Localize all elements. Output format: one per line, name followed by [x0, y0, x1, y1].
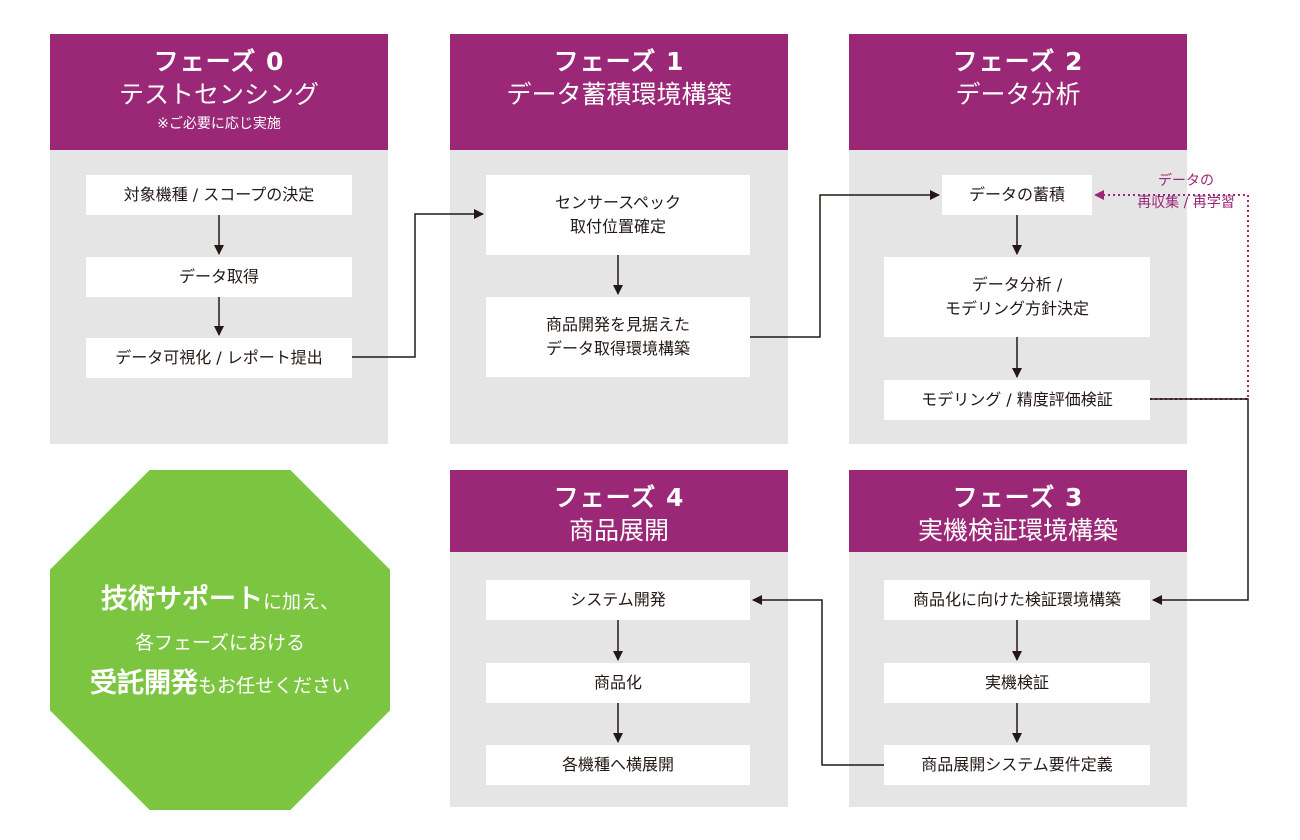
step-analysis-policy-line1: データ分析 / — [971, 275, 1063, 294]
retry-label-line1: データの — [1158, 173, 1214, 189]
phase-4-number: フェーズ 4 — [553, 483, 685, 512]
phase-2-title: データ分析 — [955, 80, 1081, 109]
step-device-verification: 実機検証 — [884, 663, 1150, 703]
step-system-development: システム開発 — [486, 580, 750, 620]
step-system-requirements: 商品展開システム要件定義 — [884, 745, 1150, 785]
step-data-accumulation: データの蓄積 — [942, 175, 1092, 215]
support-line-1: 技術サポートに加え、 — [50, 578, 390, 625]
support-tech-highlight: 技術サポート — [100, 584, 263, 615]
support-line-3: 受託開発もお任せください — [50, 661, 390, 710]
phase-0-note: ※ご必要に応じ実施 — [157, 116, 281, 132]
phase-3-header: フェーズ 3 実機検証環境構築 — [849, 470, 1187, 552]
phase-2-header: フェーズ 2 データ分析 — [849, 34, 1187, 150]
phase-4-title: 商品展開 — [568, 516, 669, 545]
retry-label: データの 再収集 / 再学習 — [1116, 170, 1256, 214]
support-line-2: 各フェーズにおける — [134, 632, 306, 654]
phase-1-number: フェーズ 1 — [553, 47, 685, 76]
step-modeling-evaluation: モデリング / 精度評価検証 — [884, 380, 1150, 420]
phase-3-title: 実機検証環境構築 — [917, 516, 1118, 545]
step-visualization-report: データ可視化 / レポート提出 — [86, 338, 352, 378]
phase-3-number: フェーズ 3 — [952, 483, 1084, 512]
support-octagon — [50, 470, 390, 810]
step-rollout: 各機種へ横展開 — [486, 745, 750, 785]
step-verification-env: 商品化に向けた検証環境構築 — [884, 580, 1150, 620]
step-data-env-build-line1: 商品開発を見据えた — [545, 315, 690, 334]
phase-0-header: フェーズ 0 テストセンシング ※ご必要に応じ実施 — [50, 34, 388, 150]
phase-0-number: フェーズ 0 — [153, 47, 285, 76]
step-productization: 商品化 — [486, 663, 750, 703]
support-contract-highlight: 受託開発 — [89, 668, 198, 699]
step-analysis-policy-line2: モデリング方針決定 — [944, 299, 1089, 318]
step-data-env-build: 商品開発を見据えた データ取得環境構築 — [486, 297, 750, 377]
step-analysis-policy: データ分析 / モデリング方針決定 — [884, 257, 1150, 337]
phase-4-header: フェーズ 4 商品展開 — [450, 470, 788, 552]
phase-1-header: フェーズ 1 データ蓄積環境構築 — [450, 34, 788, 150]
support-tech-suffix: に加え、 — [262, 591, 339, 613]
step-data-env-build-line2: データ取得環境構築 — [545, 339, 690, 358]
step-scope-decision: 対象機種 / スコープの決定 — [86, 175, 352, 215]
step-sensor-spec: センサースペック 取付位置確定 — [486, 175, 750, 255]
retry-label-line2: 再収集 / 再学習 — [1137, 195, 1235, 211]
phase-2-number: フェーズ 2 — [952, 47, 1084, 76]
phase-1-title: データ蓄積環境構築 — [506, 80, 732, 109]
support-message: 技術サポートに加え、 各フェーズにおける 受託開発もお任せください — [50, 578, 390, 710]
step-data-acquisition: データ取得 — [86, 257, 352, 297]
phase-0-title: テストセンシング — [118, 80, 319, 109]
step-sensor-spec-line1: センサースペック — [554, 193, 682, 212]
phase-0-panel: フェーズ 0 テストセンシング ※ご必要に応じ実施 — [50, 34, 388, 444]
step-sensor-spec-line2: 取付位置確定 — [569, 217, 666, 236]
support-contract-suffix: もお任せください — [197, 675, 350, 697]
